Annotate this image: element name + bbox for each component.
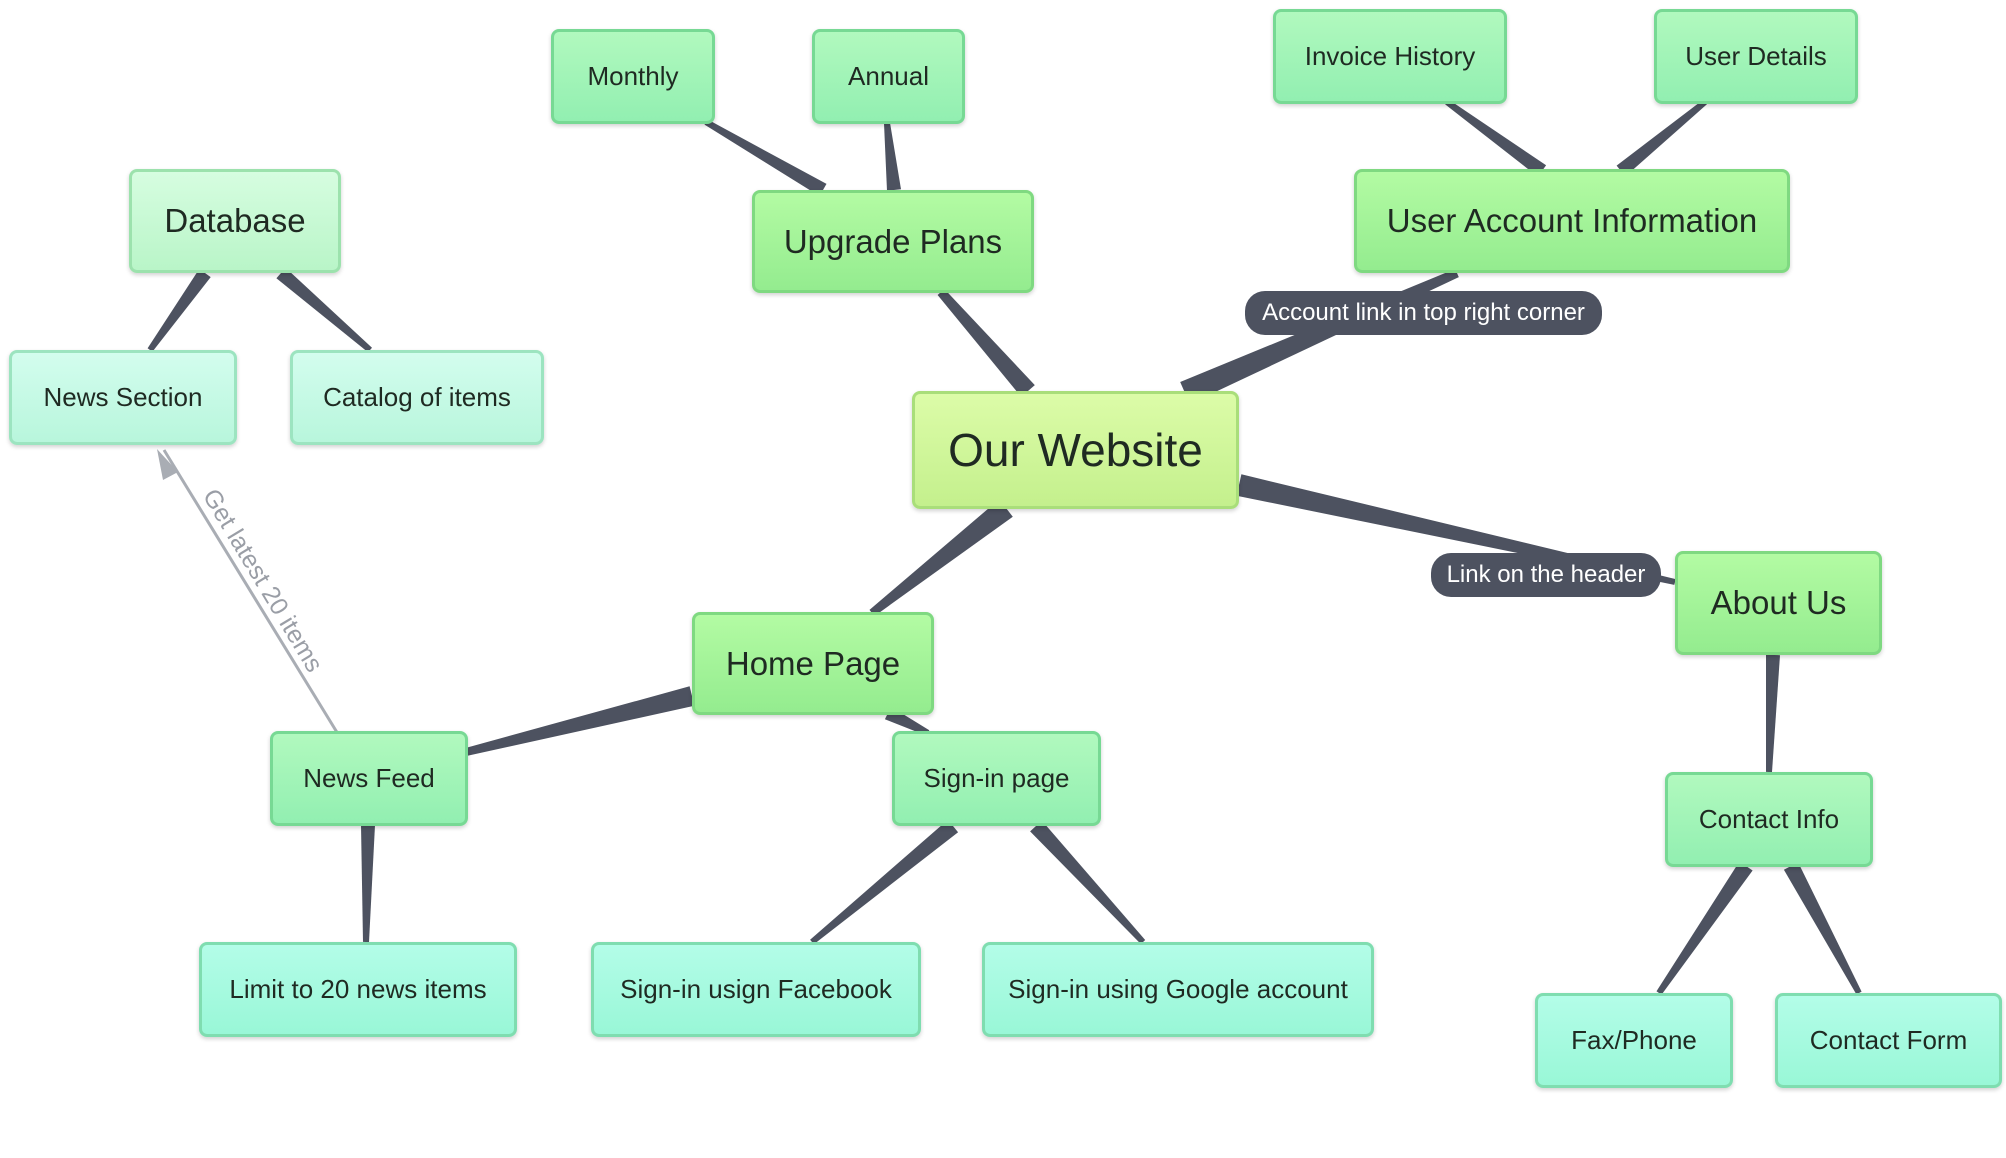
subtopic-monthly[interactable]: Monthly [551, 29, 715, 124]
subtopic-sign-in-google[interactable]: Sign-in using Google account [982, 942, 1374, 1037]
topic-about-us[interactable]: About Us [1675, 551, 1882, 655]
connector-user-account-to-invoice-history [1445, 99, 1547, 177]
connector-sign-in-page-to-google [1030, 820, 1146, 944]
subtopic-contact-form[interactable]: Contact Form [1775, 993, 2002, 1088]
connector-root-to-home-page [869, 499, 1013, 617]
subtopic-limit-to-20-news-items[interactable]: Limit to 20 news items [199, 942, 517, 1037]
subtopic-invoice-history[interactable]: Invoice History [1273, 9, 1507, 104]
subtopic-catalog-of-items[interactable]: Catalog of items [290, 350, 544, 445]
topic-upgrade-plans[interactable]: Upgrade Plans [752, 190, 1034, 293]
subtopic-news-section[interactable]: News Section [9, 350, 237, 445]
connector-user-account-to-user-details [1616, 99, 1707, 177]
connector-contact-info-to-fax-phone [1656, 861, 1753, 995]
connector-upgrade-plans-to-annual [884, 122, 901, 191]
central-topic-our-website[interactable]: Our Website [912, 391, 1239, 509]
topic-user-account-information[interactable]: User Account Information [1354, 169, 1790, 273]
topic-home-page[interactable]: Home Page [692, 612, 934, 715]
connector-database-to-catalog [276, 267, 372, 353]
connector-upgrade-plans-to-monthly [704, 119, 827, 197]
subtopic-fax-phone[interactable]: Fax/Phone [1535, 993, 1733, 1088]
subtopic-sign-in-page[interactable]: Sign-in page [892, 731, 1101, 826]
connector-database-to-news-section [147, 268, 211, 352]
connector-news-feed-to-limit-news [361, 824, 375, 943]
connector-home-page-to-news-feed [465, 686, 695, 756]
connector-contact-info-to-contact-form [1783, 862, 1862, 995]
connector-label-account-link[interactable]: Account link in top right corner [1245, 291, 1602, 335]
relationship-arrow [157, 449, 340, 735]
connector-root-to-user-account [1180, 268, 1459, 404]
floating-topic-database[interactable]: Database [129, 169, 341, 273]
connector-root-to-upgrade-plans [937, 289, 1035, 397]
subtopic-annual[interactable]: Annual [812, 29, 965, 124]
connector-about-us-to-contact-info [1766, 654, 1780, 773]
arrow-head [157, 449, 178, 480]
subtopic-sign-in-facebook[interactable]: Sign-in usign Facebook [591, 942, 921, 1037]
subtopic-news-feed[interactable]: News Feed [270, 731, 468, 826]
subtopic-contact-info[interactable]: Contact Info [1665, 772, 1873, 867]
connector-sign-in-page-to-facebook [810, 819, 959, 945]
connector-label-header-link[interactable]: Link on the header [1431, 553, 1661, 597]
subtopic-user-details[interactable]: User Details [1654, 9, 1858, 104]
